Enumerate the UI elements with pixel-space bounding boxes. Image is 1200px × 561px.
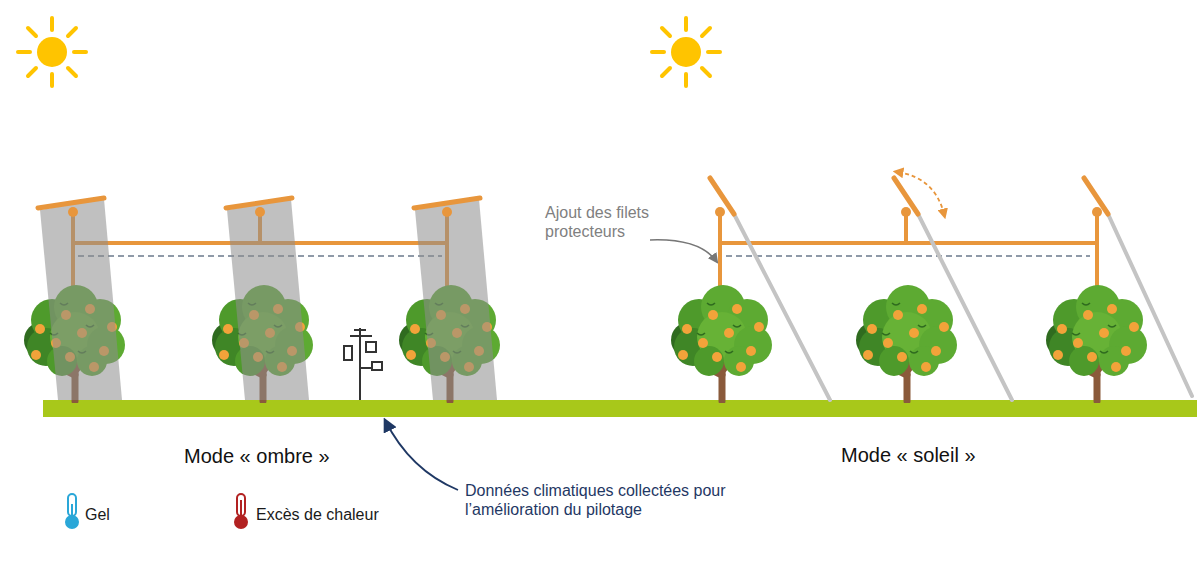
mode-label: Mode « soleil » (841, 443, 976, 467)
callout-label: Ajout des filets protecteurs (545, 203, 695, 241)
mode-label: Mode « ombre » (184, 444, 330, 468)
note-label: Données climatiques collectées pour l’am… (465, 481, 727, 519)
legend-text: Gel (85, 505, 110, 524)
legend-text: Excès de chaleur (256, 505, 379, 524)
